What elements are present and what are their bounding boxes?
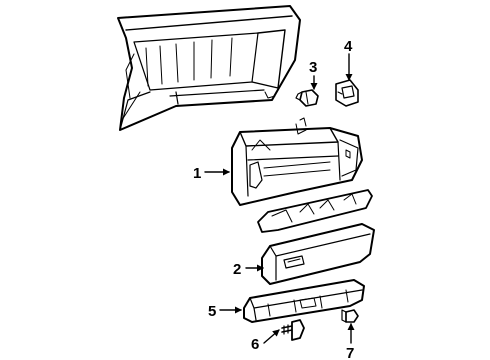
- latch-part-4: [335, 79, 359, 107]
- instrument-panel: [117, 5, 301, 131]
- door-upper-trim: [257, 189, 373, 233]
- glove-box-door-part-2: [261, 223, 375, 285]
- screw-part-6: [281, 319, 305, 341]
- callout-2: 2: [233, 261, 241, 278]
- callout-4: 4: [344, 38, 353, 55]
- callout-arrows: [204, 53, 355, 344]
- glove-box-housing-part-1: [231, 117, 363, 206]
- callout-1: 1: [193, 165, 201, 182]
- callout-5: 5: [208, 303, 216, 320]
- clip-part-7: [341, 309, 359, 323]
- callout-3: 3: [309, 59, 317, 76]
- lower-trim-part-5: [243, 279, 365, 323]
- callout-6: 6: [251, 336, 259, 353]
- callout-7: 7: [346, 345, 354, 360]
- callout-labels: 1 2 3 4 5 6 7: [193, 38, 354, 360]
- bolt-part-3: [295, 89, 319, 107]
- arrow-6: [263, 329, 280, 344]
